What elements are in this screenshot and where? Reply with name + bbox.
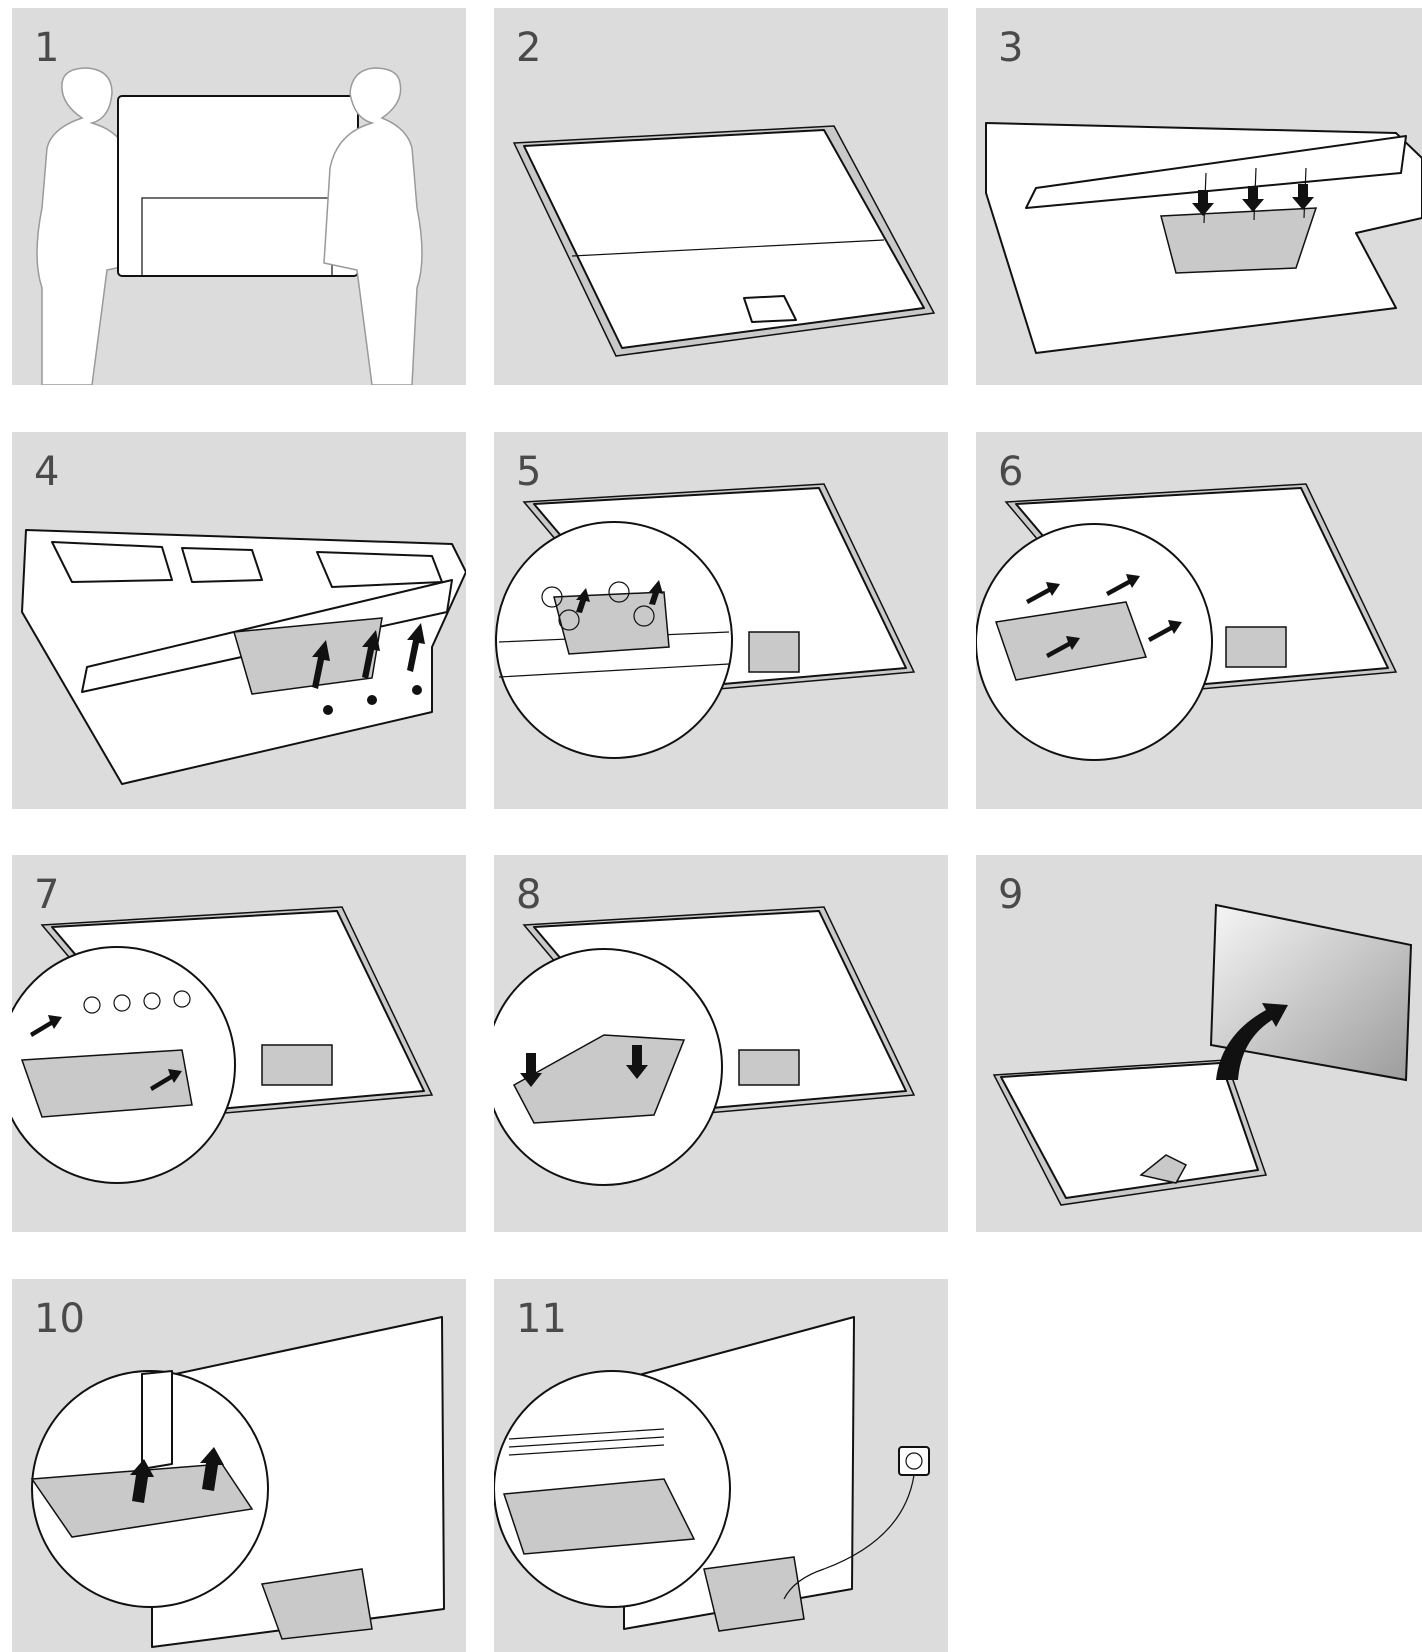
tv-face-down-on-package-illustration <box>494 8 948 385</box>
step-6-panel: 6 <box>976 432 1422 809</box>
step-4-panel: 4 <box>12 432 466 809</box>
step-8-panel: 8 <box>494 855 948 1232</box>
step-10-panel: 10 <box>12 1279 466 1652</box>
lift-tv-upright-illustration <box>976 855 1422 1232</box>
stand-bracket-insertion-illustration <box>976 8 1422 385</box>
attach-stand-base-illustration <box>12 855 466 1232</box>
step-5-panel: 5 <box>494 432 948 809</box>
two-people-carrying-tv-illustration <box>12 8 466 385</box>
screw-bracket-to-package-illustration <box>12 432 466 809</box>
step-2-panel: 2 <box>494 8 948 385</box>
step-1-panel: 1 <box>12 8 466 385</box>
step-9-panel: 9 <box>976 855 1422 1232</box>
screw-bracket-to-tv-illustration <box>976 432 1422 809</box>
step-7-panel: 7 <box>12 855 466 1232</box>
cable-management-illustration <box>494 1279 948 1652</box>
step-11-panel: 11 <box>494 1279 948 1652</box>
secure-stand-base-illustration <box>494 855 948 1232</box>
tv-rear-stand-cover-illustration <box>12 1279 466 1652</box>
attach-bracket-to-tv-back-illustration <box>494 432 948 809</box>
step-3-panel: 3 <box>976 8 1422 385</box>
